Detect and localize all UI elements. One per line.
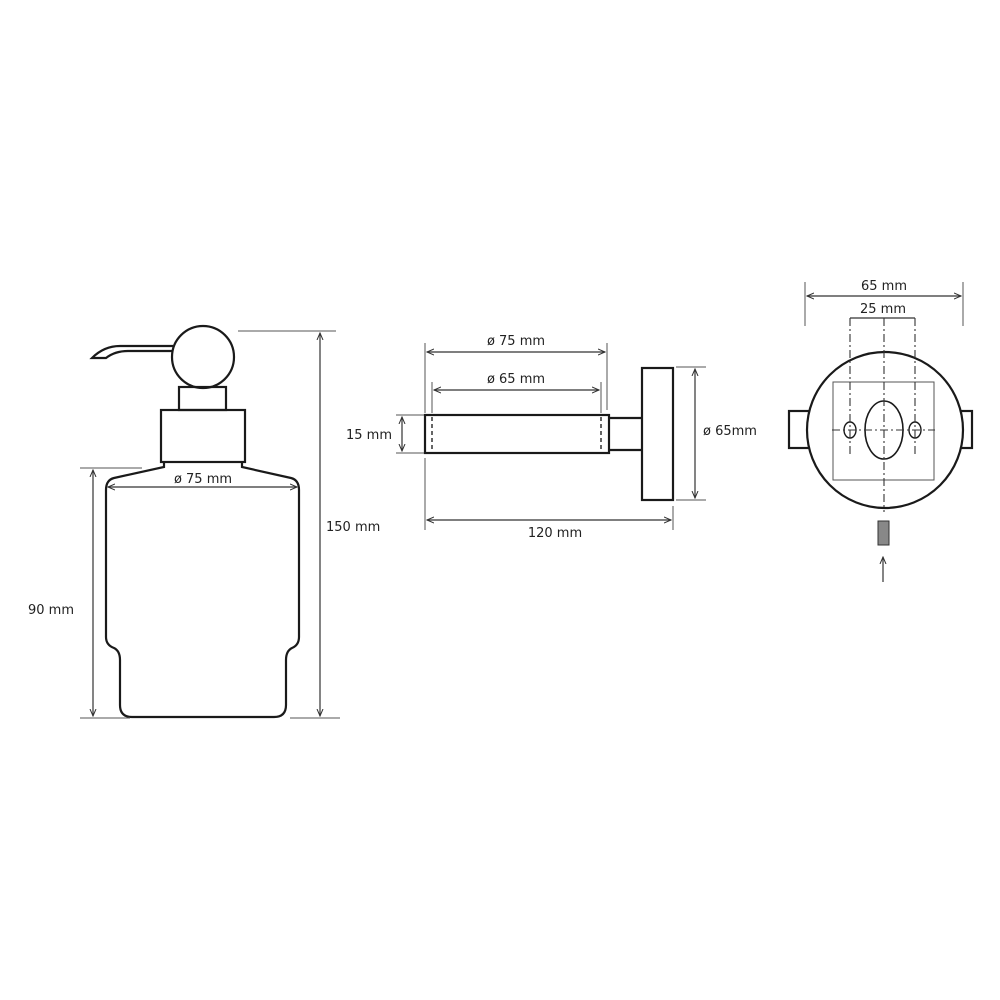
plate-width-label: 65 mm	[861, 279, 907, 294]
inner-length-label: ø 65 mm	[487, 372, 545, 387]
pump-head	[170, 324, 236, 390]
holder-ring	[423, 413, 611, 455]
total-height-label: 150 mm	[326, 520, 380, 535]
plate-back-view: 65 mm 25 mm	[787, 279, 974, 582]
body-height-label: 90 mm	[28, 603, 74, 618]
thickness-label: 15 mm	[346, 428, 392, 443]
holder-side-view: ø 75 mm ø 65 mm 15 mm ø 65mm 120 mm	[346, 334, 757, 541]
wall-plate	[640, 366, 675, 502]
pump-spout	[89, 344, 173, 360]
outer-length-label: ø 75 mm	[487, 334, 545, 349]
set-screw	[877, 520, 890, 546]
hole-spacing-label: 25 mm	[860, 302, 906, 317]
pump-neck	[177, 385, 228, 412]
holder-arm	[609, 416, 642, 452]
dispenser-front-view: ø 75 mm 90 mm 150 mm	[28, 324, 380, 719]
plate-diameter-label: ø 65mm	[703, 424, 757, 439]
projection-label: 120 mm	[528, 526, 582, 541]
pump-collar	[159, 408, 247, 464]
width-label: ø 75 mm	[174, 472, 232, 487]
bottle-body	[104, 463, 301, 719]
